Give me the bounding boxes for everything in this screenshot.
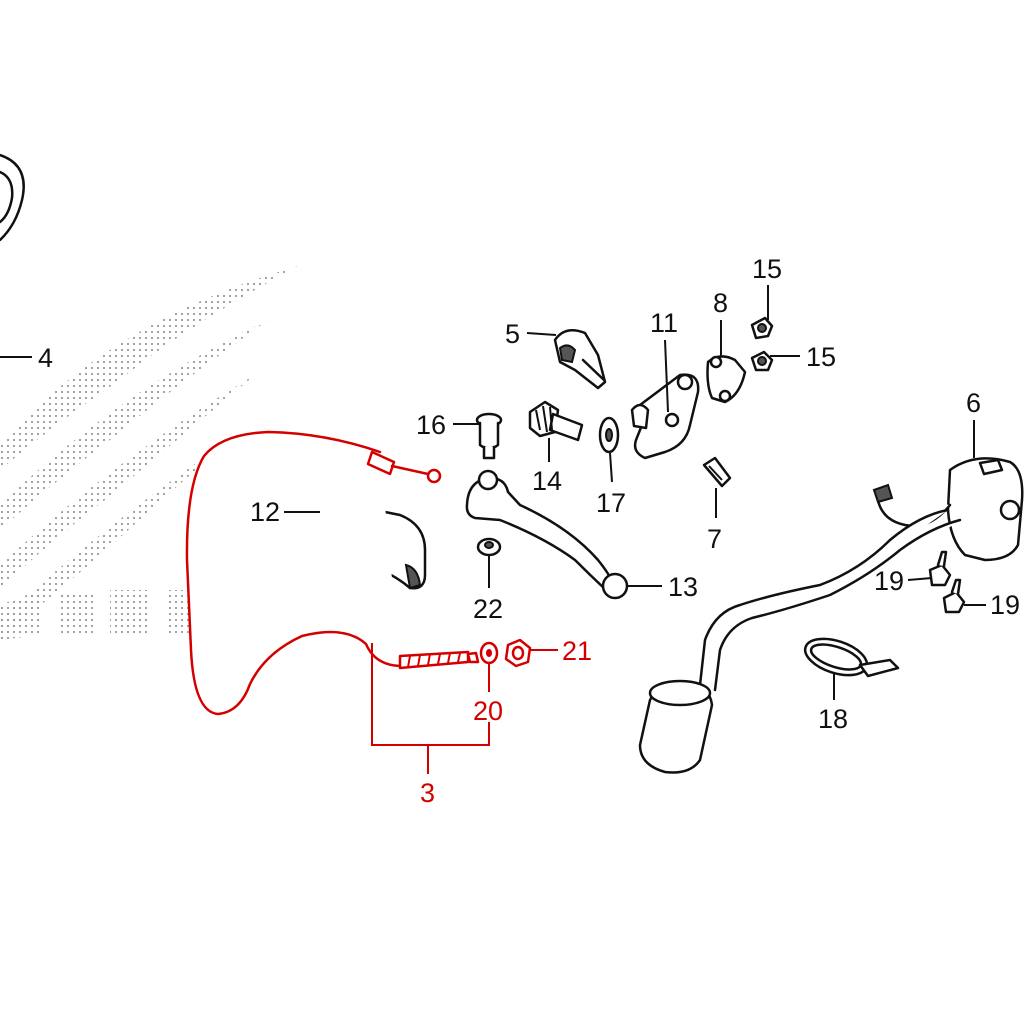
callout-labels: 4 5 11 8 15 15 6 16 14 17 7 12 13 22 19 … [38, 254, 1020, 808]
callout-13: 13 [668, 572, 698, 602]
callout-18: 18 [818, 704, 848, 734]
callout-8: 8 [713, 288, 728, 318]
clamp-part [706, 355, 747, 404]
bolt-part-upper [750, 316, 774, 340]
callout-11: 11 [650, 308, 678, 338]
screw-part-upper [928, 550, 952, 587]
switch-part [553, 328, 607, 390]
callout-22: 22 [473, 594, 503, 624]
highlight-leader-lines [371, 643, 558, 774]
callout-5: 5 [505, 319, 520, 349]
cable-nut-part [504, 638, 532, 668]
leader-lines [0, 285, 986, 700]
callout-7: 7 [707, 524, 722, 554]
locknut-part [598, 416, 620, 454]
callout-15-upper: 15 [752, 254, 782, 284]
callout-3: 3 [420, 778, 435, 808]
collar-part [476, 537, 502, 557]
callout-15-lower: 15 [806, 342, 836, 372]
cable-band-part [803, 637, 900, 678]
callout-4: 4 [38, 343, 53, 373]
callout-21: 21 [562, 636, 592, 666]
callout-20: 20 [473, 696, 503, 726]
washer-part [479, 641, 499, 665]
screw-part-lower [942, 578, 966, 614]
callout-14: 14 [532, 466, 562, 496]
callout-19-upper: 19 [874, 566, 904, 596]
lever-bracket-part [630, 373, 700, 460]
callout-16: 16 [416, 410, 446, 440]
callout-6: 6 [966, 388, 981, 418]
callout-12: 12 [250, 497, 280, 527]
clutch-lever-part [465, 469, 629, 600]
callout-17: 17 [596, 488, 626, 518]
clip-part [702, 456, 732, 488]
mirror-part [0, 153, 25, 242]
callout-19-lower: 19 [990, 590, 1020, 620]
pivot-bolt-part [475, 412, 503, 460]
clutch-cable-part [185, 430, 480, 716]
switch-housing-part [638, 457, 1024, 774]
bolt-part-lower [750, 350, 774, 372]
adjuster-part [528, 400, 584, 442]
